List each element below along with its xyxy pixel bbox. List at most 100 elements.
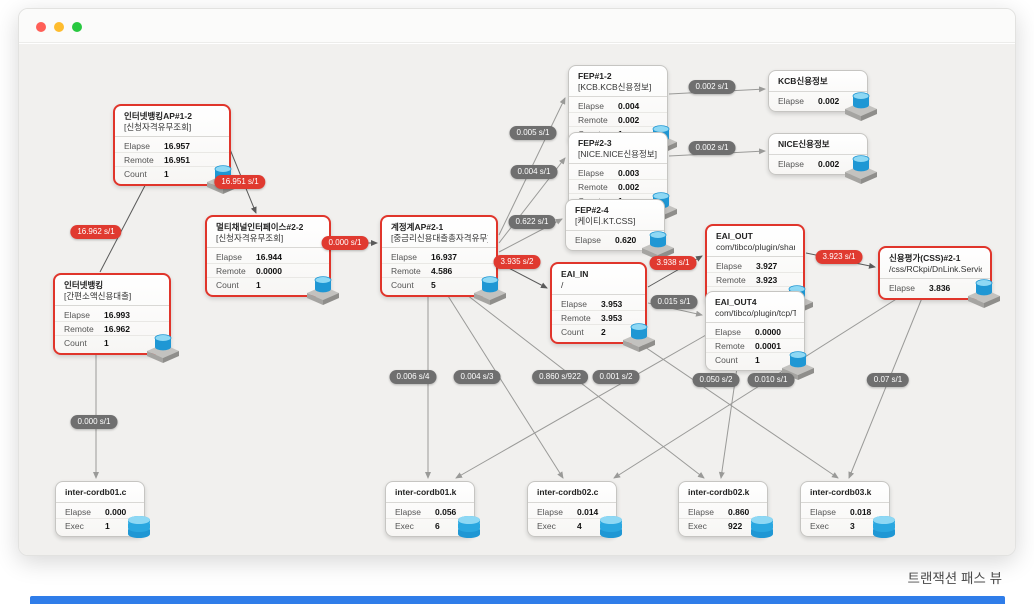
node-header: FEP#2-4 [케이티.KT.CSS] (566, 200, 664, 231)
server-icon (964, 274, 1004, 310)
metric-label: Elapse (715, 327, 741, 337)
metric-label: Elapse (810, 507, 836, 517)
node-title: inter-cordb02.k (688, 487, 750, 497)
node-title: EAI_OUT4 (715, 297, 757, 307)
metric-label: Elapse (391, 252, 417, 262)
metric-label: Exec (395, 521, 414, 531)
node-title: FEP#1-2 (578, 71, 612, 81)
metric-value: 5 (431, 280, 436, 290)
window-titlebar[interactable] (19, 9, 1015, 43)
metric-label: Elapse (688, 507, 714, 517)
metric-value: 3.836 (929, 283, 951, 293)
node-title: KCB신용정보 (778, 76, 828, 86)
metric-value: 1 (256, 280, 261, 290)
metric-label: Remote (124, 155, 154, 165)
minimize-button[interactable] (54, 22, 64, 32)
metric-row: Count 5 (382, 277, 496, 291)
database-icon (596, 514, 626, 544)
node-title: inter-cordb01.c (65, 487, 127, 497)
node-title: FEP#2-3 (578, 138, 612, 148)
node-header: 멀티채널인터페이스#2-2 [신청자격유무조회] (207, 217, 329, 248)
metric-value: 3 (850, 521, 855, 531)
metric-label: Count (64, 338, 87, 348)
metric-label: Elapse (537, 507, 563, 517)
metric-label: Exec (810, 521, 829, 531)
metric-value: 6 (435, 521, 440, 531)
metric-label: Elapse (578, 101, 604, 111)
metric-value: 3.927 (756, 261, 778, 271)
node-eai-out4[interactable]: EAI_OUT4 com/tibco/plugin/tcp/TCPW.. Ela… (705, 291, 814, 380)
metric-value: 16.944 (256, 252, 282, 262)
node-title: 계정계AP#2-1 (391, 222, 444, 232)
metric-value: 0.0000 (256, 266, 282, 276)
metric-value: 0.003 (618, 168, 640, 178)
metric-label: Count (391, 280, 414, 290)
metric-value: 0.000 (105, 507, 127, 517)
metric-value: 2 (601, 327, 606, 337)
node-header: EAI_IN / (552, 264, 645, 295)
metric-value: 0.620 (615, 235, 637, 245)
zoom-button[interactable] (72, 22, 82, 32)
metric-value: 922 (728, 521, 743, 531)
database-icon (869, 514, 899, 544)
metric-value: 1 (104, 338, 109, 348)
metric-value: 0.002 (618, 115, 640, 125)
node-css-credit-eval[interactable]: 신용평가(CSS)#2-1 /css/RCkpi/DnLink.Service … (878, 246, 1000, 308)
metric-value: 4 (577, 521, 582, 531)
metric-row: Exec 6 (386, 518, 474, 532)
metric-label: Remote (216, 266, 246, 276)
edge-label: 0.010 s/1 (747, 373, 795, 387)
node-header: KCB신용정보 (769, 71, 867, 92)
metric-row: Exec 4 (528, 518, 616, 532)
metric-label: Elapse (65, 507, 91, 517)
server-icon (470, 271, 510, 307)
metric-label: Remote (715, 341, 745, 351)
metric-label: Exec (65, 521, 84, 531)
metric-value: 16.993 (104, 310, 130, 320)
metric-value: 0.002 (818, 159, 840, 169)
metric-value: 16.957 (164, 141, 190, 151)
metric-label: Exec (537, 521, 556, 531)
metric-row: Exec 3 (801, 518, 889, 532)
node-title: EAI_OUT (716, 231, 753, 241)
node-title: NICE신용정보 (778, 139, 830, 149)
metric-row: Remote 0.0000 (207, 263, 329, 277)
server-icon (303, 271, 343, 307)
metric-label: Remote (391, 266, 421, 276)
close-button[interactable] (36, 22, 46, 32)
metric-value: 0.002 (618, 182, 640, 192)
node-header: inter-cordb02.k (679, 482, 767, 503)
node-header: FEP#2-3 [NICE.NICE신용정보] (569, 133, 667, 164)
